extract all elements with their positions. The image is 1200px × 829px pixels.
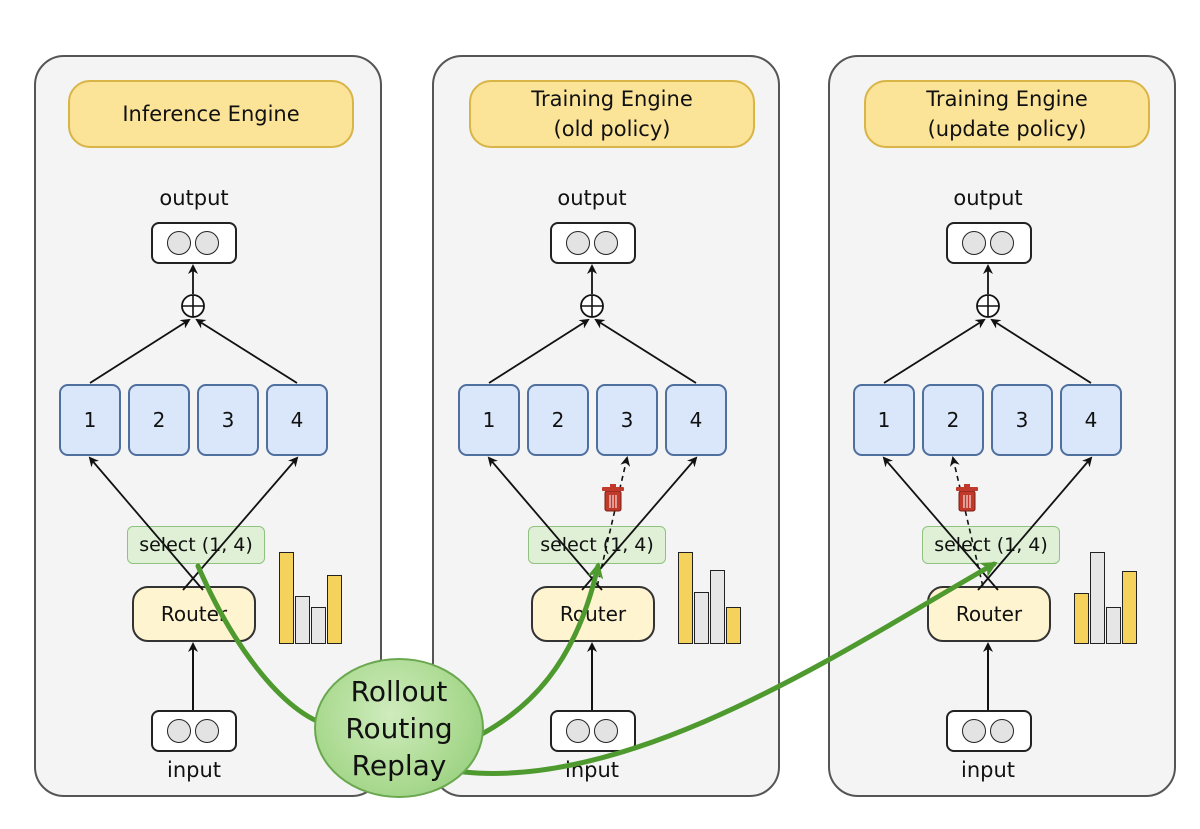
expert-box: 1 <box>853 384 915 456</box>
output-tensor <box>550 222 636 264</box>
router-box: Router <box>927 586 1051 642</box>
input-tensor <box>550 710 636 752</box>
rollout-routing-replay-node: Rollout Routing Replay <box>314 658 484 798</box>
input-tensor <box>151 710 237 752</box>
expert-box: 2 <box>527 384 589 456</box>
expert-box: 3 <box>596 384 658 456</box>
token-dot <box>566 719 590 743</box>
input-tensor <box>946 710 1032 752</box>
select-label: select (1, 4) <box>528 526 666 564</box>
output-tensor <box>946 222 1032 264</box>
expert-box: 3 <box>197 384 259 456</box>
token-dot <box>962 719 986 743</box>
replay-line-2: Routing <box>345 711 453 745</box>
title-line-1: Training Engine <box>926 87 1088 111</box>
router-score-bars <box>678 548 744 644</box>
token-dot <box>594 231 618 255</box>
token-dot <box>594 719 618 743</box>
router-score-bars <box>279 548 345 644</box>
title-line-2: (update policy) <box>927 117 1087 141</box>
router-score-bar <box>726 607 741 644</box>
expert-box: 4 <box>266 384 328 456</box>
token-dot <box>962 231 986 255</box>
expert-box: 2 <box>128 384 190 456</box>
router-score-bar <box>1074 593 1089 644</box>
input-label: input <box>166 758 222 782</box>
router-score-bars <box>1074 548 1140 644</box>
select-label: select (1, 4) <box>922 526 1060 564</box>
router-score-bar <box>710 570 725 644</box>
select-label: select (1, 4) <box>127 526 265 564</box>
output-tensor <box>151 222 237 264</box>
router-score-bar <box>311 607 326 644</box>
panel-title: Training Engine (old policy) <box>469 80 755 148</box>
panel-title: Inference Engine <box>68 80 354 148</box>
router-score-bar <box>327 575 342 644</box>
expert-box: 1 <box>458 384 520 456</box>
output-label: output <box>953 186 1023 210</box>
replay-line-3: Replay <box>351 748 447 782</box>
expert-box: 3 <box>991 384 1053 456</box>
router-box: Router <box>132 586 256 642</box>
expert-box: 4 <box>1060 384 1122 456</box>
expert-box: 1 <box>59 384 121 456</box>
router-score-bar <box>1090 552 1105 644</box>
token-dot <box>566 231 590 255</box>
input-label: input <box>960 758 1016 782</box>
expert-box: 4 <box>665 384 727 456</box>
token-dot <box>990 231 1014 255</box>
expert-box: 2 <box>922 384 984 456</box>
output-label: output <box>557 186 627 210</box>
input-label: input <box>564 758 620 782</box>
router-score-bar <box>1106 607 1121 644</box>
panel-title: Training Engine (update policy) <box>864 80 1150 148</box>
output-label: output <box>159 186 229 210</box>
title-line-1: Training Engine <box>531 87 693 111</box>
token-dot <box>195 719 219 743</box>
router-score-bar <box>1122 571 1137 644</box>
router-score-bar <box>694 592 709 644</box>
router-box: Router <box>531 586 655 642</box>
token-dot <box>195 231 219 255</box>
router-score-bar <box>678 552 693 644</box>
title-line-2: (old policy) <box>553 117 671 141</box>
token-dot <box>990 719 1014 743</box>
replay-line-1: Rollout <box>350 674 448 708</box>
router-score-bar <box>295 596 310 644</box>
title-line-1: Inference Engine <box>122 102 300 126</box>
token-dot <box>167 231 191 255</box>
router-score-bar <box>279 552 294 644</box>
token-dot <box>167 719 191 743</box>
